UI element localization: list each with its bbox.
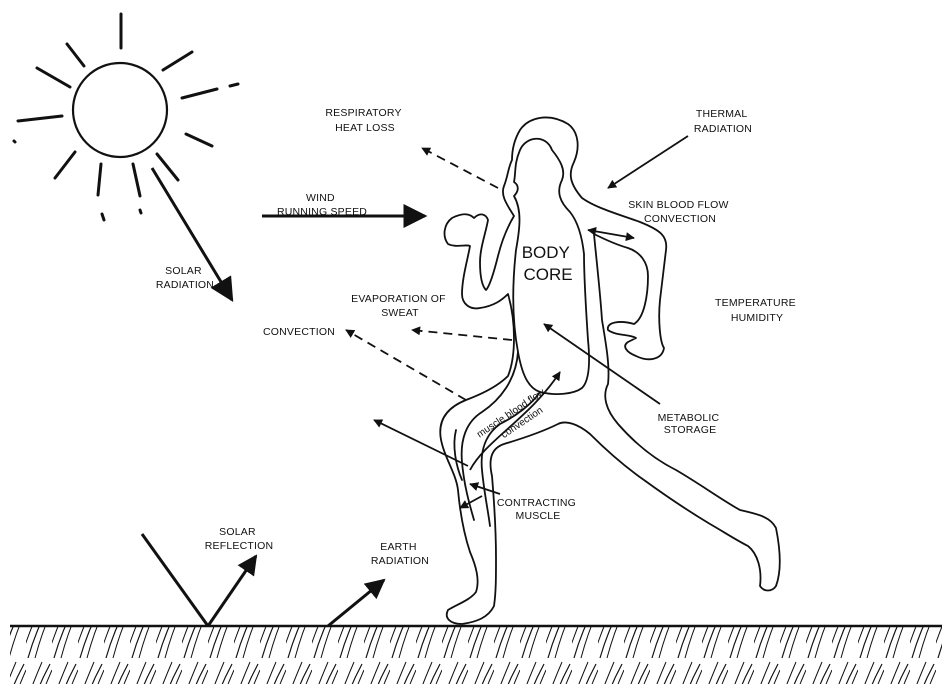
respiratory-label: RESPIRATORY HEAT LOSS: [325, 107, 404, 134]
body-core-label: BODY CORE: [522, 243, 575, 284]
respiratory-arrow: [422, 148, 498, 188]
solar-radiation-label: SOLAR RADIATION: [156, 265, 214, 291]
solar-reflection-arrow: [208, 556, 256, 626]
muscle-blood-flow-label: muscle blood flow convection: [475, 385, 557, 452]
evaporation-arrow: [412, 330, 512, 340]
evaporation-label: EVAPORATION OF SWEAT: [351, 293, 449, 319]
metabolic-storage-arrow: [544, 324, 660, 404]
ground-hatching: [10, 626, 942, 684]
thermal-radiation-label: THERMAL RADIATION: [694, 108, 752, 135]
solar-reflection-incoming: [142, 534, 208, 626]
earth-radiation-label: EARTH RADIATION: [371, 541, 429, 567]
earth-radiation-arrow: [328, 580, 384, 626]
sun-icon: [14, 14, 238, 220]
runner-figure: [440, 117, 780, 624]
metabolic-storage-label: METABOLIC STORAGE: [658, 412, 723, 436]
thermal-radiation-arrow: [608, 136, 688, 188]
skin-blood-flow-label: SKIN BLOOD FLOW CONVECTION: [628, 199, 732, 225]
convection-arrow: [346, 330, 466, 400]
solar-reflection-label: SOLAR REFLECTION: [205, 526, 274, 552]
temperature-humidity-label: TEMPERATURE HUMIDITY: [715, 297, 799, 324]
contracting-muscle-label: CONTRACTING MUSCLE: [497, 497, 579, 522]
wind-label: WIND RUNNING SPEED: [277, 192, 367, 218]
convection-label: CONVECTION: [263, 326, 335, 338]
